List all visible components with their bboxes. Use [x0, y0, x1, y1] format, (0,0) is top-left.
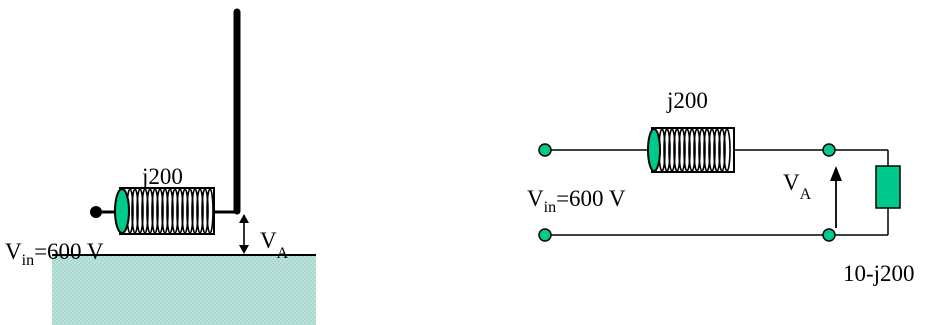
coil-winding [161, 188, 169, 234]
coil-winding [131, 188, 139, 234]
load-impedance-label: 10-j200 [843, 261, 915, 286]
right-va-label: VA [783, 170, 812, 203]
coil-winding [718, 128, 726, 172]
coil-winding [141, 188, 149, 234]
coil-winding [151, 188, 159, 234]
coil-winding [206, 188, 214, 234]
coil-winding [136, 188, 144, 234]
coil-winding [683, 128, 691, 172]
ground-plane-icon [52, 255, 316, 325]
right-inductor-coil-icon [647, 127, 735, 173]
right-vin-label: Vin=600 V [527, 186, 626, 216]
left-inductor-coil-icon [114, 187, 215, 235]
left-inductor-label: j200 [141, 164, 183, 189]
coil-winding [191, 188, 199, 234]
coil-winding [723, 128, 731, 172]
terminal-node-icon [822, 143, 836, 157]
right-va-arrow-icon [830, 166, 842, 228]
left-va-label: VA [260, 228, 289, 262]
coil-winding [171, 188, 179, 234]
coil-winding [708, 128, 716, 172]
right-circuit-diagram: j200 Vin=600 V VA 10-j200 [527, 88, 915, 286]
coil-winding [713, 128, 721, 172]
coil-winding [663, 128, 671, 172]
coil-winding [156, 188, 164, 234]
coil-winding [693, 128, 701, 172]
coil-winding [698, 128, 706, 172]
right-inductor-label: j200 [666, 88, 708, 113]
terminal-node-icon [822, 228, 836, 242]
left-vin-label: Vin=600 V [5, 239, 104, 269]
left-antenna-diagram: j200 Vin=600 V VA [5, 8, 316, 325]
left-va-arrow-icon [239, 214, 249, 254]
coil-winding [146, 188, 154, 234]
coil-winding [703, 128, 711, 172]
coil-winding [678, 128, 686, 172]
coil-winding [196, 188, 204, 234]
coil-winding [201, 188, 209, 234]
coil-winding [668, 128, 676, 172]
coil-winding [688, 128, 696, 172]
coil-winding [181, 188, 189, 234]
coil-winding [166, 188, 174, 234]
coil-winding [673, 128, 681, 172]
load-resistor-icon [875, 165, 901, 209]
coil-winding [186, 188, 194, 234]
terminal-node-icon [538, 228, 552, 242]
terminal-node-icon [538, 143, 552, 157]
coil-winding [176, 188, 184, 234]
